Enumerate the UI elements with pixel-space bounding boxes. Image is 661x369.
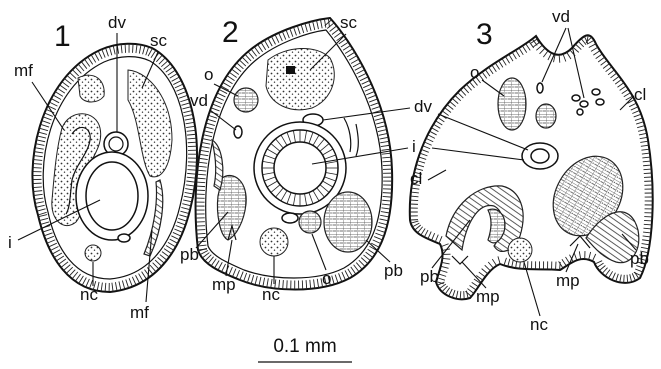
cilium-tick — [306, 280, 307, 289]
cilium-tick — [197, 233, 206, 234]
cilium-tick — [196, 182, 205, 183]
panel-2-small-vessel — [282, 213, 298, 223]
panel-3-nc-nerve-cord — [508, 238, 532, 262]
cilium-tick — [644, 220, 652, 221]
panel-1-number: 1 — [54, 20, 71, 53]
panel-2-label-sc: sc — [340, 13, 358, 32]
panel-2-label-mp: mp — [212, 275, 236, 294]
panel-2-ovary-small — [234, 88, 258, 112]
panel-2-intestine-lumen — [274, 142, 326, 194]
panel-2-label-nc: nc — [262, 285, 280, 304]
panel-2-label-o: o — [204, 65, 213, 84]
cilium-tick — [196, 230, 205, 231]
panel-2-label-o-lower: o — [322, 269, 331, 288]
panel-3-label-o: o — [470, 63, 479, 82]
cilium-tick — [133, 44, 134, 53]
panel-3-number: 3 — [476, 18, 493, 51]
panel-1-label-sc: sc — [150, 31, 168, 50]
panel-3-vd-duct-f — [577, 109, 583, 115]
panel-2-label-vd: vd — [190, 91, 208, 110]
panel-3: 3 vd o cl cl pb mp nc mp pb — [410, 7, 653, 334]
panel-3-vd-duct-a — [537, 83, 543, 93]
panel-3-vd-duct-c — [580, 101, 588, 107]
cilium-tick — [644, 224, 652, 225]
panel-3-dv-vessel-inner — [531, 149, 549, 163]
panel-3-label-pb: pb — [420, 267, 439, 286]
cilium-tick — [383, 161, 392, 162]
panel-3-label-pb-right: pb — [630, 249, 649, 268]
cilium-tick — [627, 275, 628, 283]
panel-3-label-vd: vd — [552, 7, 570, 26]
panel-2-label-dv: dv — [414, 97, 432, 116]
cilium-tick — [188, 142, 197, 143]
panel-2-label-pb-right: pb — [384, 261, 403, 280]
panel-1-nc-nerve-cord — [85, 245, 101, 261]
panel-1-intestine-lumen — [86, 162, 138, 230]
cilium-tick — [383, 193, 392, 194]
cilium-tick — [460, 291, 461, 299]
panel-3-label-nc: nc — [530, 315, 548, 334]
panel-3-label-cl: cl — [634, 85, 646, 104]
panel-2-label-i: i — [412, 137, 416, 156]
panel-1-label-dv: dv — [108, 13, 126, 32]
panel-2-pb-right — [324, 192, 372, 252]
panel-3-label-cl-left: cl — [410, 169, 422, 188]
panel-2-sc-mass — [266, 48, 334, 109]
panel-1-small-vessel — [118, 234, 130, 242]
panel-3-vd-duct-e — [596, 99, 604, 105]
panel-1-label-nc: nc — [80, 285, 98, 304]
cilium-tick — [410, 200, 418, 201]
panel-3-vd-duct-b — [572, 95, 580, 101]
scale-bar-label: 0.1 mm — [273, 336, 336, 357]
panel-2-sc-dark-cell — [286, 66, 295, 74]
panel-2-number: 2 — [222, 16, 239, 49]
panel-2: 2 sc o vd dv i pb mp nc o pb — [180, 13, 432, 304]
cilium-tick — [643, 169, 651, 170]
cilium-tick — [624, 275, 625, 283]
panel-3-ovary-small — [536, 104, 556, 128]
panel-2-ovary-lower — [299, 211, 321, 233]
panel-3-label-mp-right: mp — [556, 271, 580, 290]
panel-2-nc-nerve-cord — [260, 228, 288, 256]
scale-bar: 0.1 mm — [258, 336, 352, 362]
cilium-tick — [196, 186, 205, 187]
panel-3-vd-duct-d — [592, 89, 600, 95]
panel-1-label-i: i — [8, 233, 12, 252]
cilium-tick — [644, 173, 652, 174]
panel-1-label-mf-lower: mf — [130, 303, 149, 322]
panel-1: 1 dv sc mf i nc mf — [8, 13, 197, 322]
panel-1-label-mf: mf — [14, 61, 33, 80]
panel-3-ovary — [498, 78, 526, 130]
panel-3-label-mp: mp — [476, 287, 500, 306]
panel-2-vd-duct — [234, 126, 242, 138]
